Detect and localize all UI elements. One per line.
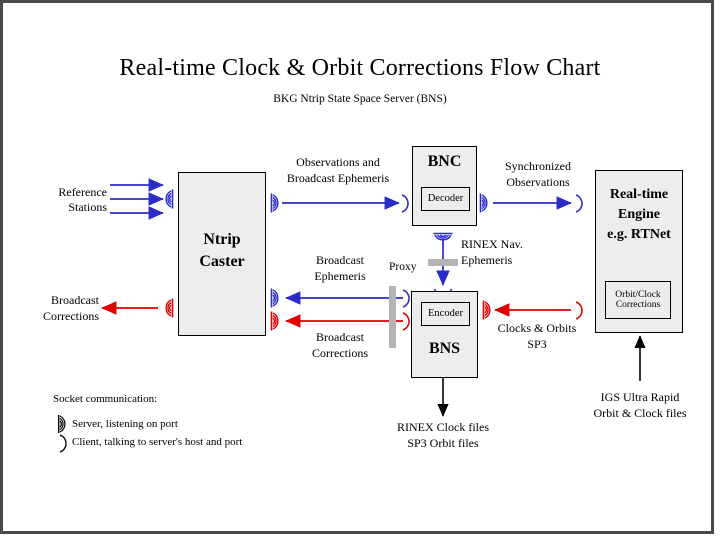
client-socket-icon <box>402 289 410 308</box>
label-reference-stations-line1: Reference <box>58 185 107 199</box>
label-synchronized-line1: Synchronized <box>505 159 571 173</box>
label-proxy: Proxy <box>389 261 417 273</box>
label-broadcast-corrections-left-line1: Broadcast <box>51 293 99 307</box>
engine-label-line1: Real-time <box>609 187 669 202</box>
server-socket-icon <box>165 189 174 209</box>
engine-label-line3: e.g. RTNet <box>607 227 671 242</box>
decoder-box[interactable]: Decoder <box>421 187 470 211</box>
page-title: Real-time Clock & Orbit Corrections Flow… <box>119 55 601 81</box>
engine-label-line2: Engine <box>617 207 660 222</box>
label-broadcast-ephemeris-line2: Ephemeris <box>314 269 366 283</box>
server-socket-icon <box>433 232 453 241</box>
realtime-engine-box[interactable]: Real-time Engine e.g. RTNet Orbit/Clock … <box>595 170 683 333</box>
label-synchronized-line2: Observations <box>506 175 570 189</box>
label-rinex-files-line2: SP3 Orbit files <box>407 436 479 450</box>
orbit-clock-line1: Orbit/Clock <box>615 289 661 300</box>
label-reference-stations-line2: Stations <box>68 200 107 214</box>
legend-title: Socket communication: <box>53 393 158 405</box>
legend-client-label: Client, talking to server's host and por… <box>72 436 243 448</box>
server-socket-icon <box>270 193 279 213</box>
label-clocks-orbits-line1: Clocks & Orbits <box>497 321 577 335</box>
legend-server-label: Server, listening on port <box>72 418 178 430</box>
label-broadcast-corrections-left-line2: Corrections <box>43 309 99 323</box>
bns-title: BNS <box>428 340 461 357</box>
label-igs-line1: IGS Ultra Rapid <box>600 390 680 404</box>
client-socket-icon <box>402 312 410 331</box>
client-socket-icon <box>575 301 583 320</box>
label-observations-line1: Observations and <box>296 155 380 169</box>
arrow-reference-stations <box>110 178 164 220</box>
bnc-title: BNC <box>427 153 462 170</box>
label-clocks-orbits-line2: SP3 <box>527 337 547 351</box>
proxy-bar-vertical <box>389 286 396 348</box>
label-rinex-nav-line1: RINEX Nav. <box>461 237 523 251</box>
bnc-box[interactable]: BNC Decoder <box>412 146 477 226</box>
server-socket-icon <box>479 193 488 213</box>
label-igs-line2: Orbit & Clock files <box>593 406 687 420</box>
label-broadcast-corrections-mid-line2: Corrections <box>312 346 368 360</box>
encoder-box[interactable]: Encoder <box>421 302 470 326</box>
bns-box[interactable]: Encoder BNS <box>411 291 478 378</box>
server-socket-icon <box>270 311 279 331</box>
ntrip-caster-box[interactable]: Ntrip Caster <box>178 172 266 336</box>
server-socket-icon <box>165 298 174 318</box>
ntrip-caster-label-line1: Ntrip <box>203 231 241 248</box>
page-subtitle: BKG Ntrip State Space Server (BNS) <box>273 93 447 105</box>
orbit-clock-line2: Corrections <box>615 300 661 310</box>
label-rinex-files-line1: RINEX Clock files <box>397 420 489 434</box>
label-broadcast-corrections-mid-line1: Broadcast <box>316 330 364 344</box>
server-socket-icon <box>482 300 491 320</box>
proxy-bar-horizontal <box>428 259 458 266</box>
orbit-clock-corrections-box[interactable]: Orbit/Clock Corrections <box>605 281 671 319</box>
label-observations-line2: Broadcast Ephemeris <box>286 171 390 185</box>
client-socket-icon <box>575 194 583 213</box>
ntrip-caster-label-line2: Caster <box>199 253 245 270</box>
label-rinex-nav-line2: Ephemeris <box>461 253 513 267</box>
legend-client-icon <box>59 434 67 453</box>
label-broadcast-ephemeris-line1: Broadcast <box>316 253 364 267</box>
client-socket-icon <box>401 194 409 213</box>
server-socket-icon <box>270 288 279 308</box>
legend-server-icon <box>58 415 66 433</box>
